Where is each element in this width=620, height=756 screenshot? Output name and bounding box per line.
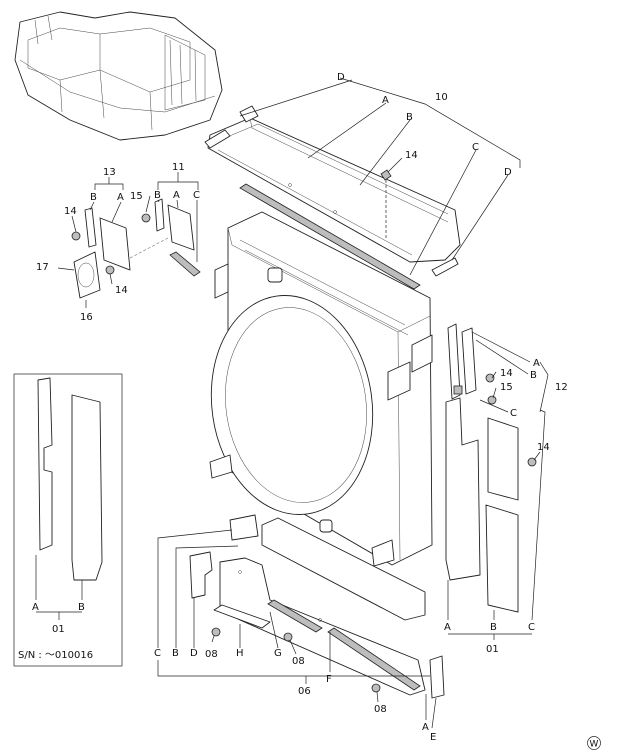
callout-14: 14 xyxy=(115,285,128,296)
callout-11: 11 xyxy=(172,162,185,173)
letter-label: A xyxy=(533,358,540,369)
letter-label: B xyxy=(154,190,161,201)
callout-16: 16 xyxy=(80,312,93,323)
callout-14: 14 xyxy=(500,368,513,379)
callout-08: 08 xyxy=(374,704,387,715)
callout-01: 01 xyxy=(486,644,499,655)
letter-label: C xyxy=(154,648,161,659)
leader-lines xyxy=(71,77,549,729)
callout-14: 14 xyxy=(405,150,418,161)
letter-label: D xyxy=(190,648,198,659)
letter-label: B xyxy=(530,370,537,381)
letter-label: A xyxy=(173,190,180,201)
letter-label: C xyxy=(472,142,479,153)
callout-01: 01 xyxy=(52,624,65,635)
letter-label: C xyxy=(193,190,200,201)
callout-15: 15 xyxy=(130,191,143,202)
callout-12: 12 xyxy=(555,382,568,393)
callout-15: 15 xyxy=(500,382,513,393)
letter-label: A xyxy=(382,95,389,106)
corner-mark-circle xyxy=(587,736,601,750)
letter-label: C xyxy=(510,408,517,419)
callout-08: 08 xyxy=(205,649,218,660)
radiator-core xyxy=(209,211,433,567)
callout-06: 06 xyxy=(298,686,311,697)
callout-numbers: 10 13 11 14 14 15 17 14 16 14 15 12 14 0… xyxy=(36,92,568,715)
letter-label: E xyxy=(430,732,436,743)
letter-label: D xyxy=(337,72,345,83)
letter-label: B xyxy=(78,602,85,613)
letter-label: A xyxy=(117,192,124,203)
callout-17: 17 xyxy=(36,262,49,273)
callout-10: 10 xyxy=(435,92,448,103)
letter-label: F xyxy=(326,674,332,685)
right-bracket-assembly xyxy=(447,323,497,405)
letter-label: B xyxy=(90,192,97,203)
excavator-thumbnail xyxy=(14,11,223,141)
callout-14: 14 xyxy=(537,442,550,453)
letter-label: B xyxy=(406,112,413,123)
callout-letters: D A B C D B A B A C A B C A B C A B C B … xyxy=(32,72,540,743)
letter-label: H xyxy=(236,648,244,659)
serial-number-note: S/N : ～010016 xyxy=(18,650,93,661)
letter-label: G xyxy=(274,648,282,659)
letter-label: A xyxy=(444,622,451,633)
callout-08: 08 xyxy=(292,656,305,667)
callout-14: 14 xyxy=(64,206,77,217)
letter-label: A xyxy=(422,722,429,733)
lower-shroud-assembly xyxy=(189,514,445,699)
left-bracket-assembly xyxy=(57,198,201,299)
corner-mark: W xyxy=(590,740,599,750)
upper-shroud-assembly xyxy=(204,105,461,290)
letter-label: B xyxy=(172,648,179,659)
callout-13: 13 xyxy=(103,167,116,178)
letter-label: B xyxy=(490,622,497,633)
letter-label: C xyxy=(528,622,535,633)
serial-inset-box xyxy=(13,373,123,667)
letter-label: A xyxy=(32,602,39,613)
letter-label: D xyxy=(504,167,512,178)
right-seal-panels xyxy=(445,397,537,613)
